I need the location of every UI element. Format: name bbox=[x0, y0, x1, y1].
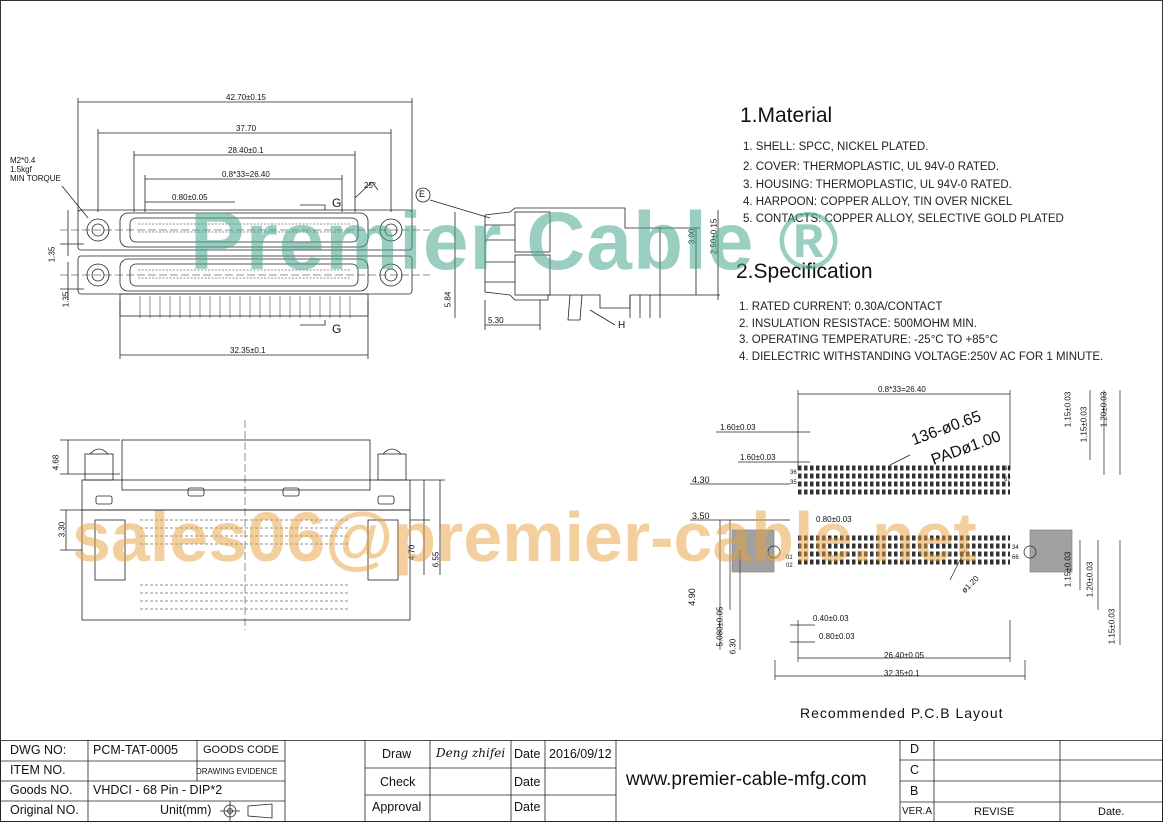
dim-label: 0.80±0.05 bbox=[172, 193, 208, 202]
material-item: 1. SHELL: SPCC, NICKEL PLATED. bbox=[743, 141, 929, 153]
section-label-g: G bbox=[332, 322, 342, 336]
material-item: 4. HARPOON: COPPER ALLOY, TIN OVER NICKE… bbox=[743, 196, 1013, 208]
pcb-dim-label: 0.80±0.03 bbox=[819, 632, 855, 641]
dwg-no-label: DWG NO: bbox=[10, 743, 67, 757]
unit-label: Unit(mm) bbox=[160, 803, 212, 817]
pin-number: 34 bbox=[1012, 545, 1019, 551]
dim-label: 5.30 bbox=[488, 316, 504, 325]
material-item: 3. HOUSING: THERMOPLASTIC, UL 94V-0 RATE… bbox=[743, 179, 1012, 191]
draw-date-value: 2016/09/12 bbox=[549, 747, 612, 761]
pcb-dim-label: 0.8*33=26.40 bbox=[878, 385, 926, 394]
torque-note: M2*0.4 1.5kgf MIN TORQUE bbox=[10, 156, 61, 183]
goods-code-label: GOODS CODE bbox=[203, 744, 279, 756]
pcb-dim-label: 1.15±0.03 bbox=[1063, 551, 1073, 588]
pcb-dim-label: 3.50 bbox=[692, 511, 710, 521]
dim-label: 6.55 bbox=[431, 551, 441, 568]
pcb-dim-label: 32.35±0.1 bbox=[884, 669, 920, 678]
draw-date-label: Date bbox=[514, 747, 541, 761]
pcb-dim-label: 1.15±0.03 bbox=[1063, 391, 1073, 428]
pin-number: 36 bbox=[790, 470, 797, 476]
revision-c: C bbox=[910, 763, 920, 777]
pcb-dim-label: 1.15±0.03 bbox=[1107, 608, 1117, 645]
pcb-dim-label: 5.080±0.05 bbox=[715, 606, 725, 647]
pcb-dim-label: 0.40±0.03 bbox=[813, 614, 849, 623]
company-url[interactable]: www.premier-cable-mfg.com bbox=[626, 769, 867, 790]
dim-label: 42.70±0.15 bbox=[226, 93, 266, 102]
dwg-no-value: PCM-TAT-0005 bbox=[93, 743, 178, 757]
goods-no-label: Goods NO. bbox=[10, 783, 73, 797]
pcb-dim-label: 0.80±0.03 bbox=[816, 515, 852, 524]
pcb-dim-label: 4.90 bbox=[686, 588, 697, 606]
pin-number: 67 bbox=[1004, 477, 1011, 483]
drawing-evidence-label: DRAWING EVIDENCE bbox=[196, 767, 278, 776]
specification-item: 2. INSULATION RESISTACE: 500MOHM MIN. bbox=[739, 318, 977, 330]
dim-label: 4.68 bbox=[51, 454, 61, 471]
front-view-drawing bbox=[60, 98, 720, 359]
dim-label: 25° bbox=[364, 181, 377, 190]
dim-label: 0.8*33=26.40 bbox=[222, 170, 270, 179]
torque-note-line: 1.5kgf bbox=[10, 165, 32, 174]
pcb-dim-label: 26.40±0.05 bbox=[884, 651, 924, 660]
pcb-dim-label: 6.30 bbox=[728, 638, 738, 655]
pcb-dim-label: 1.60±0.03 bbox=[720, 423, 756, 432]
original-no-label: Original NO. bbox=[10, 803, 79, 817]
pcb-dim-label: 1.20±0.03 bbox=[1085, 561, 1095, 598]
detail-label-h: H bbox=[618, 320, 626, 331]
pin-number: 35 bbox=[790, 480, 797, 486]
detail-label-e: E bbox=[419, 189, 426, 199]
pcb-dim-label: 1.60±0.03 bbox=[740, 453, 776, 462]
specification-title: 2.Specification bbox=[736, 260, 873, 283]
dim-label: 4.70 bbox=[407, 544, 417, 561]
revision-d: D bbox=[910, 742, 920, 756]
dim-label: 5.84 bbox=[443, 291, 453, 308]
check-label: Check bbox=[380, 775, 416, 789]
torque-note-line: MIN TORQUE bbox=[10, 174, 61, 183]
revise-header: REVISE bbox=[974, 806, 1015, 818]
dim-label: 37.70 bbox=[236, 124, 257, 133]
specification-item: 4. DIELECTRIC WITHSTANDING VOLTAGE:250V … bbox=[739, 351, 1104, 363]
material-item: 2. COVER: THERMOPLASTIC, UL 94V-0 RATED. bbox=[743, 161, 1000, 173]
check-date-label: Date bbox=[514, 775, 541, 789]
dim-label: 32.35±0.1 bbox=[230, 346, 266, 355]
approval-label: Approval bbox=[372, 800, 422, 814]
bottom-view-drawing bbox=[60, 420, 445, 630]
torque-note-line: M2*0.4 bbox=[10, 156, 36, 165]
pin-number: 02 bbox=[786, 563, 793, 569]
specification-item: 3. OPERATING TEMPERATURE: -25°C TO +85°C bbox=[739, 334, 998, 346]
pcb-layout-drawing bbox=[690, 390, 1121, 680]
section-label-g: G bbox=[332, 196, 342, 210]
goods-no-value: VHDCI - 68 Pin - DIP*2 bbox=[93, 783, 223, 797]
pcb-dim-label: 1.20±0.03 bbox=[1099, 391, 1109, 428]
pcb-layout-caption: Recommended P.C.B Layout bbox=[800, 705, 1004, 721]
dim-label: 1.35 bbox=[61, 291, 71, 308]
dim-label: 2.50±0.15 bbox=[709, 218, 719, 255]
material-item: 5. CONTACTS: COPPER ALLOY, SELECTIVE GOL… bbox=[743, 213, 1064, 225]
pcb-dim-label: 1.15±0.03 bbox=[1079, 406, 1089, 443]
dim-label: 28.40±0.1 bbox=[228, 146, 264, 155]
draw-label: Draw bbox=[382, 747, 412, 761]
pin-number: 68 bbox=[1004, 466, 1011, 472]
drafter-signature: Deng zhifei bbox=[436, 746, 506, 760]
pcb-dim-label: 4.30 bbox=[692, 475, 710, 485]
item-no-label: ITEM NO. bbox=[10, 763, 66, 777]
revision-b: B bbox=[910, 784, 919, 798]
dim-label: 3.30 bbox=[57, 521, 67, 538]
version-label: VER.A bbox=[902, 806, 933, 817]
material-title: 1.Material bbox=[740, 104, 833, 127]
revision-date-header: Date. bbox=[1098, 806, 1125, 818]
specification-item: 1. RATED CURRENT: 0.30A/CONTACT bbox=[739, 301, 943, 313]
dim-label: 3.00 bbox=[687, 228, 697, 245]
dim-label: 1.35 bbox=[47, 246, 57, 263]
pin-number: 01 bbox=[786, 555, 793, 561]
approval-date-label: Date bbox=[514, 800, 541, 814]
pin-number: 66 bbox=[1012, 555, 1019, 561]
